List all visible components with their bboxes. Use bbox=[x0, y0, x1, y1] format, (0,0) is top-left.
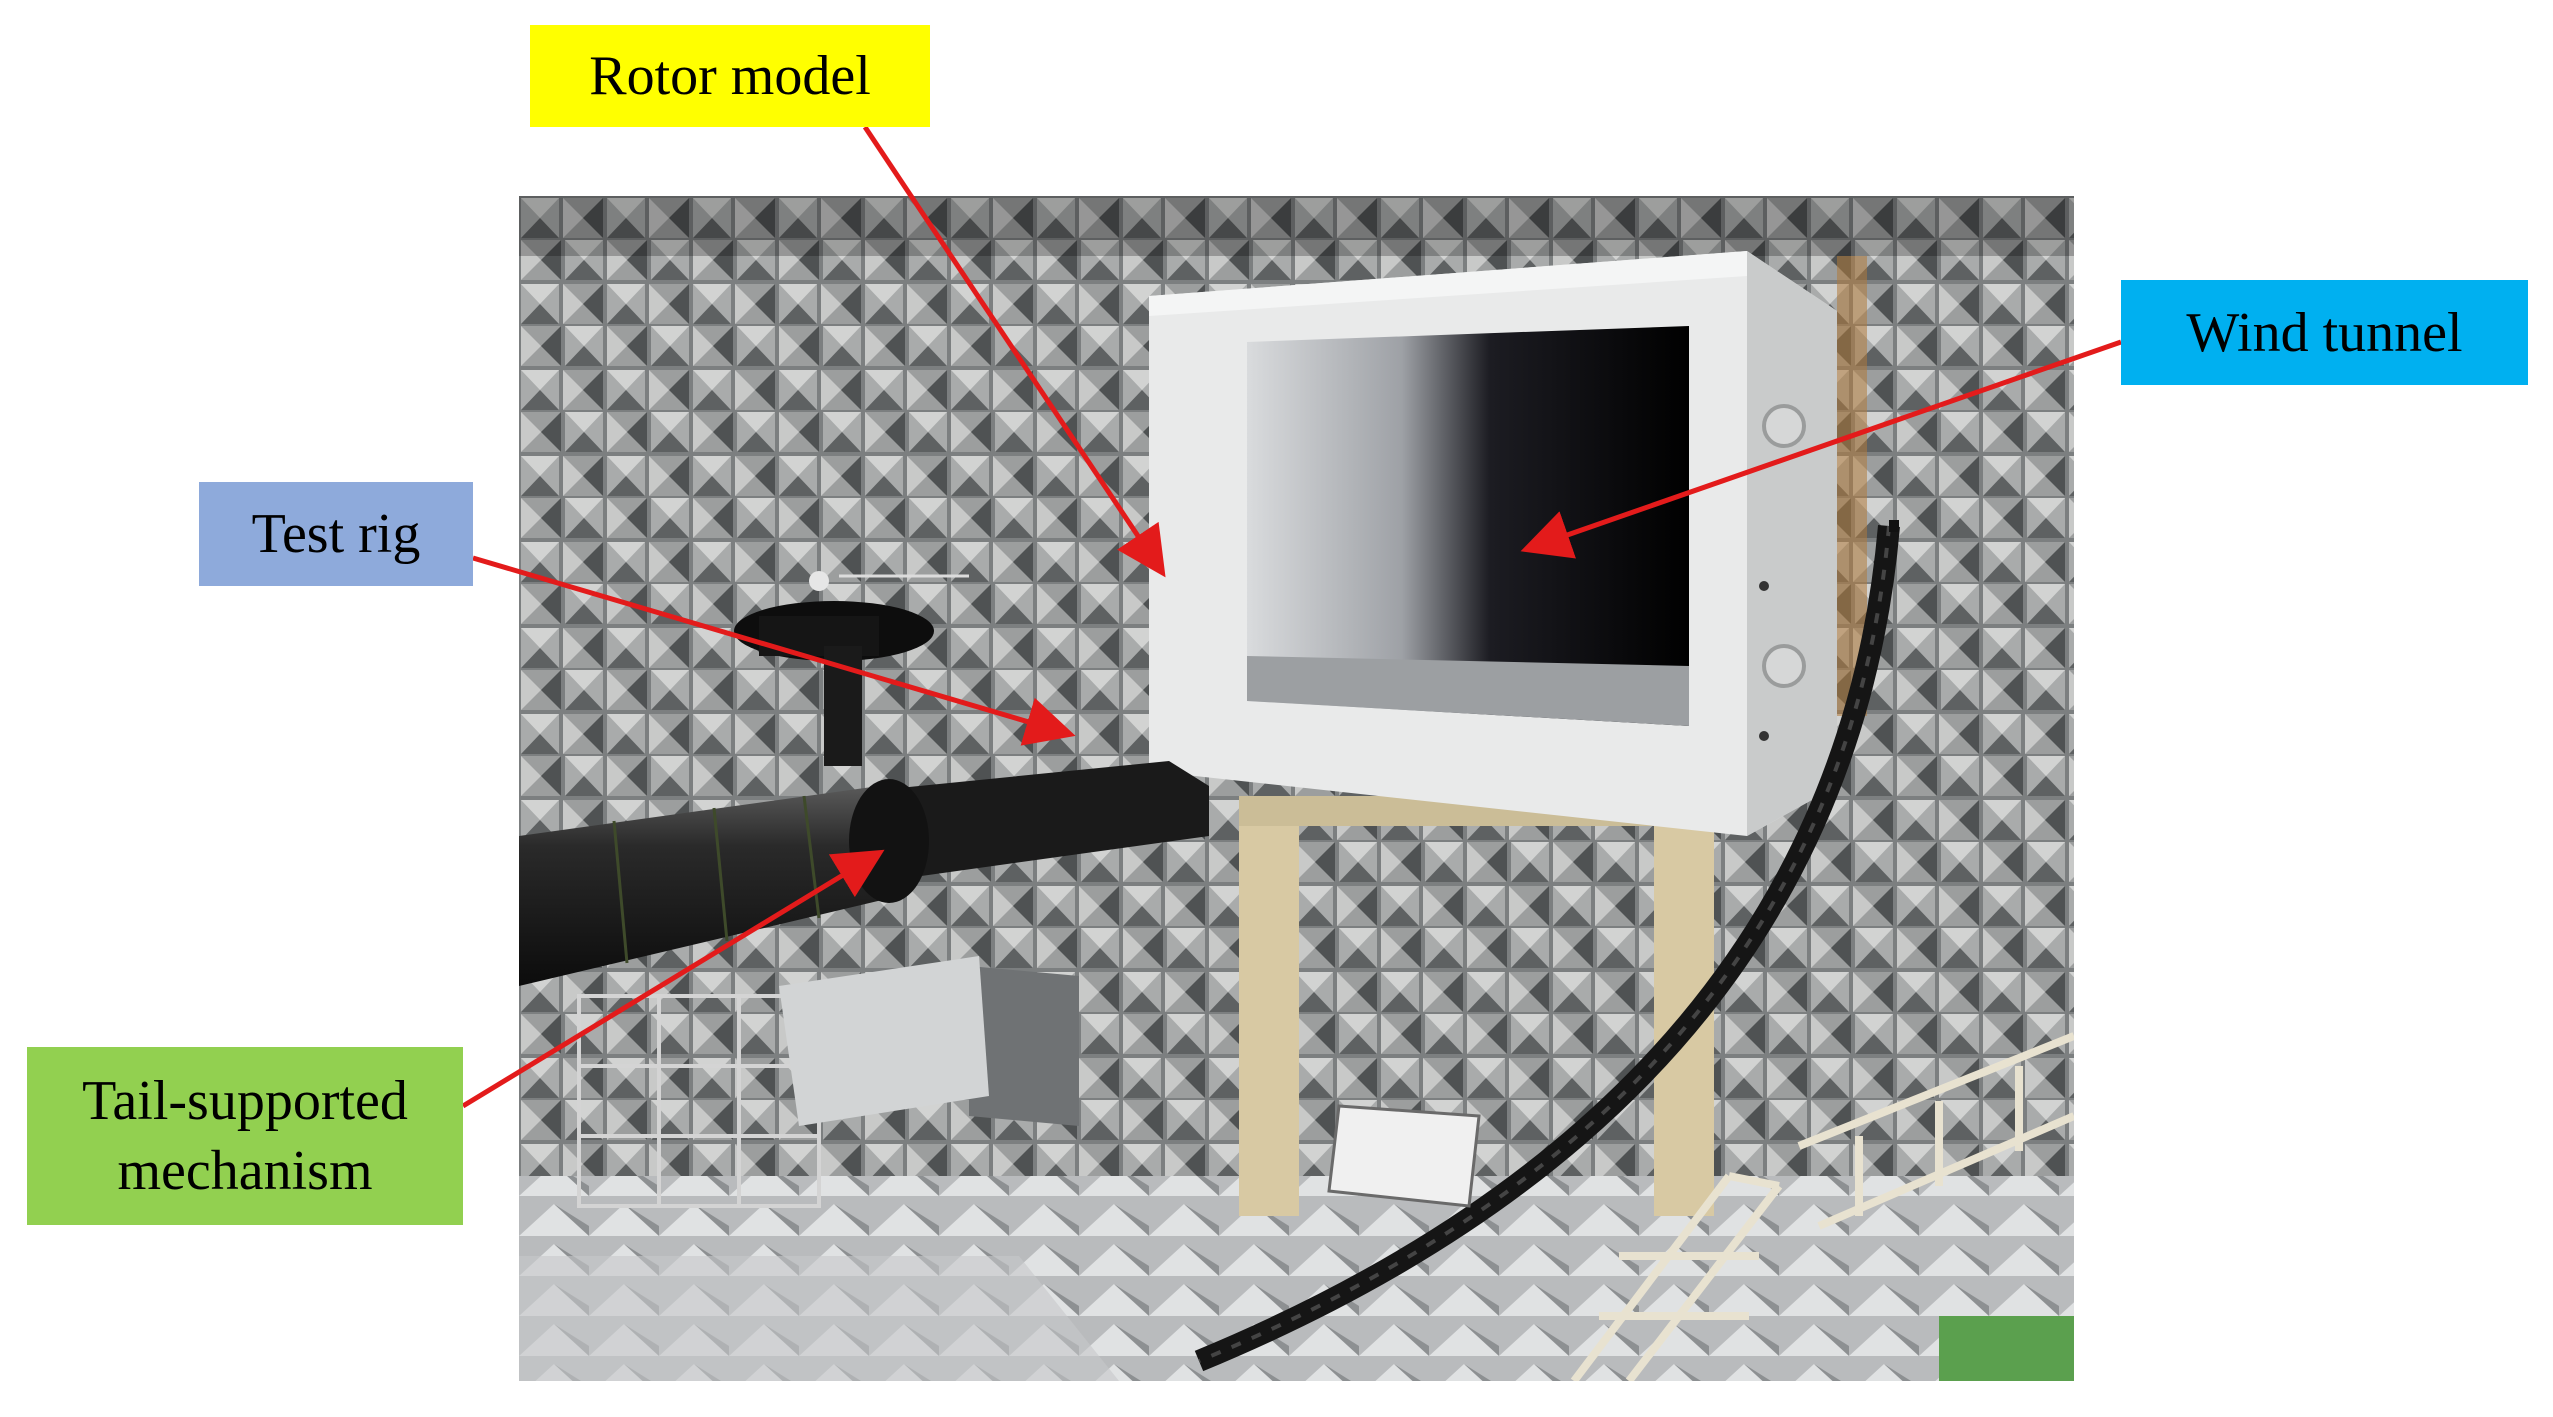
test-rig-arrow bbox=[472, 555, 1076, 746]
chamber-photo-drawing bbox=[519, 196, 2074, 1381]
test-rig-label: Test rig bbox=[199, 482, 473, 586]
wind-tunnel-label: Wind tunnel bbox=[2121, 280, 2528, 385]
tail-supported-mechanism-label: Tail-supported mechanism bbox=[27, 1047, 463, 1225]
wind-tunnel-arrow bbox=[1520, 339, 2122, 559]
chamber-photo bbox=[519, 196, 2074, 1381]
tail-supported-arrow bbox=[461, 849, 885, 1109]
rotor-model-arrow bbox=[862, 125, 1166, 578]
rotor-model-label: Rotor model bbox=[530, 25, 930, 127]
